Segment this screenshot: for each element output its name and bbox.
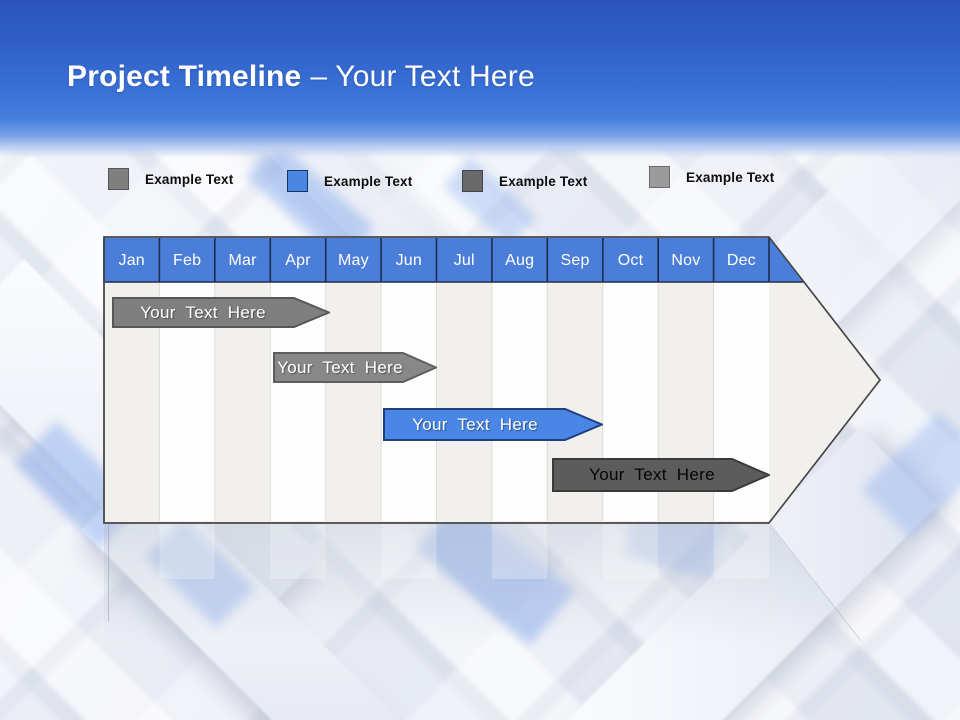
bar-arrow-shape (552, 458, 770, 492)
legend-item-label: Example Text (686, 169, 775, 185)
month-cell-nov[interactable]: Nov (671, 251, 701, 269)
slide-title[interactable]: Project Timeline– Your Text Here (67, 60, 535, 94)
legend-swatch-gray (108, 168, 129, 190)
legend-item-4[interactable]: Example Text (649, 166, 774, 188)
timeline-bar-label: Your Text Here (412, 415, 538, 434)
timeline-arrow-outline (103, 236, 881, 524)
legend-swatch-lightgray (649, 166, 670, 188)
legend-item-label: Example Text (499, 173, 588, 189)
month-cell-sep[interactable]: Sep (560, 251, 590, 269)
month-cell-may[interactable]: May (337, 251, 369, 269)
title-suffix: – Your Text Here (310, 60, 535, 93)
legend-swatch-blue (287, 170, 308, 192)
timeline-reflection (104, 523, 880, 720)
month-cell-dec[interactable]: Dec (726, 251, 756, 269)
bar-arrow-shape (112, 297, 330, 328)
timeline-bar-1[interactable]: Your Text Here (112, 297, 330, 328)
timeline-bar-label: Your Text Here (277, 358, 403, 377)
month-cell-oct[interactable]: Oct (617, 251, 644, 269)
title-banner: Project Timeline– Your Text Here (0, 0, 960, 158)
month-cell-feb[interactable]: Feb (173, 251, 202, 269)
timeline-bar-4[interactable]: Your Text Here (552, 458, 770, 492)
timeline-bar-3[interactable]: Your Text Here (383, 408, 603, 441)
legend-swatch-darkgray (462, 170, 483, 192)
month-header-band (104, 238, 804, 282)
month-cell-jun[interactable]: Jun (395, 251, 423, 269)
legend-item-label: Example Text (324, 173, 413, 189)
month-header-row: Jan Feb Mar Apr May Jun Jul Aug Sep Oct … (104, 240, 769, 281)
title-main: Project Timeline (67, 60, 302, 93)
bar-arrow-path (112, 297, 330, 328)
timeline-bar-2[interactable]: Your Text Here (273, 352, 437, 383)
bar-arrow-shape (383, 408, 603, 441)
month-cell-jan[interactable]: Jan (118, 251, 145, 269)
month-cell-apr[interactable]: Apr (285, 251, 311, 269)
bar-arrow-path (383, 408, 603, 441)
legend-item-3[interactable]: Example Text (462, 170, 587, 192)
month-cell-aug[interactable]: Aug (505, 251, 535, 269)
timeline-bar-label: Your Text Here (589, 465, 715, 484)
legend-item-1[interactable]: Example Text (108, 168, 233, 190)
bar-arrow-path (552, 458, 770, 492)
bar-arrow-shape (273, 352, 437, 383)
bar-arrow-path (273, 352, 437, 383)
month-cell-mar[interactable]: Mar (228, 251, 257, 269)
legend-item-2[interactable]: Example Text (287, 170, 412, 192)
month-cell-jul[interactable]: Jul (453, 251, 475, 269)
legend-item-label: Example Text (145, 171, 234, 187)
timeline-bar-label: Your Text Here (140, 303, 266, 322)
